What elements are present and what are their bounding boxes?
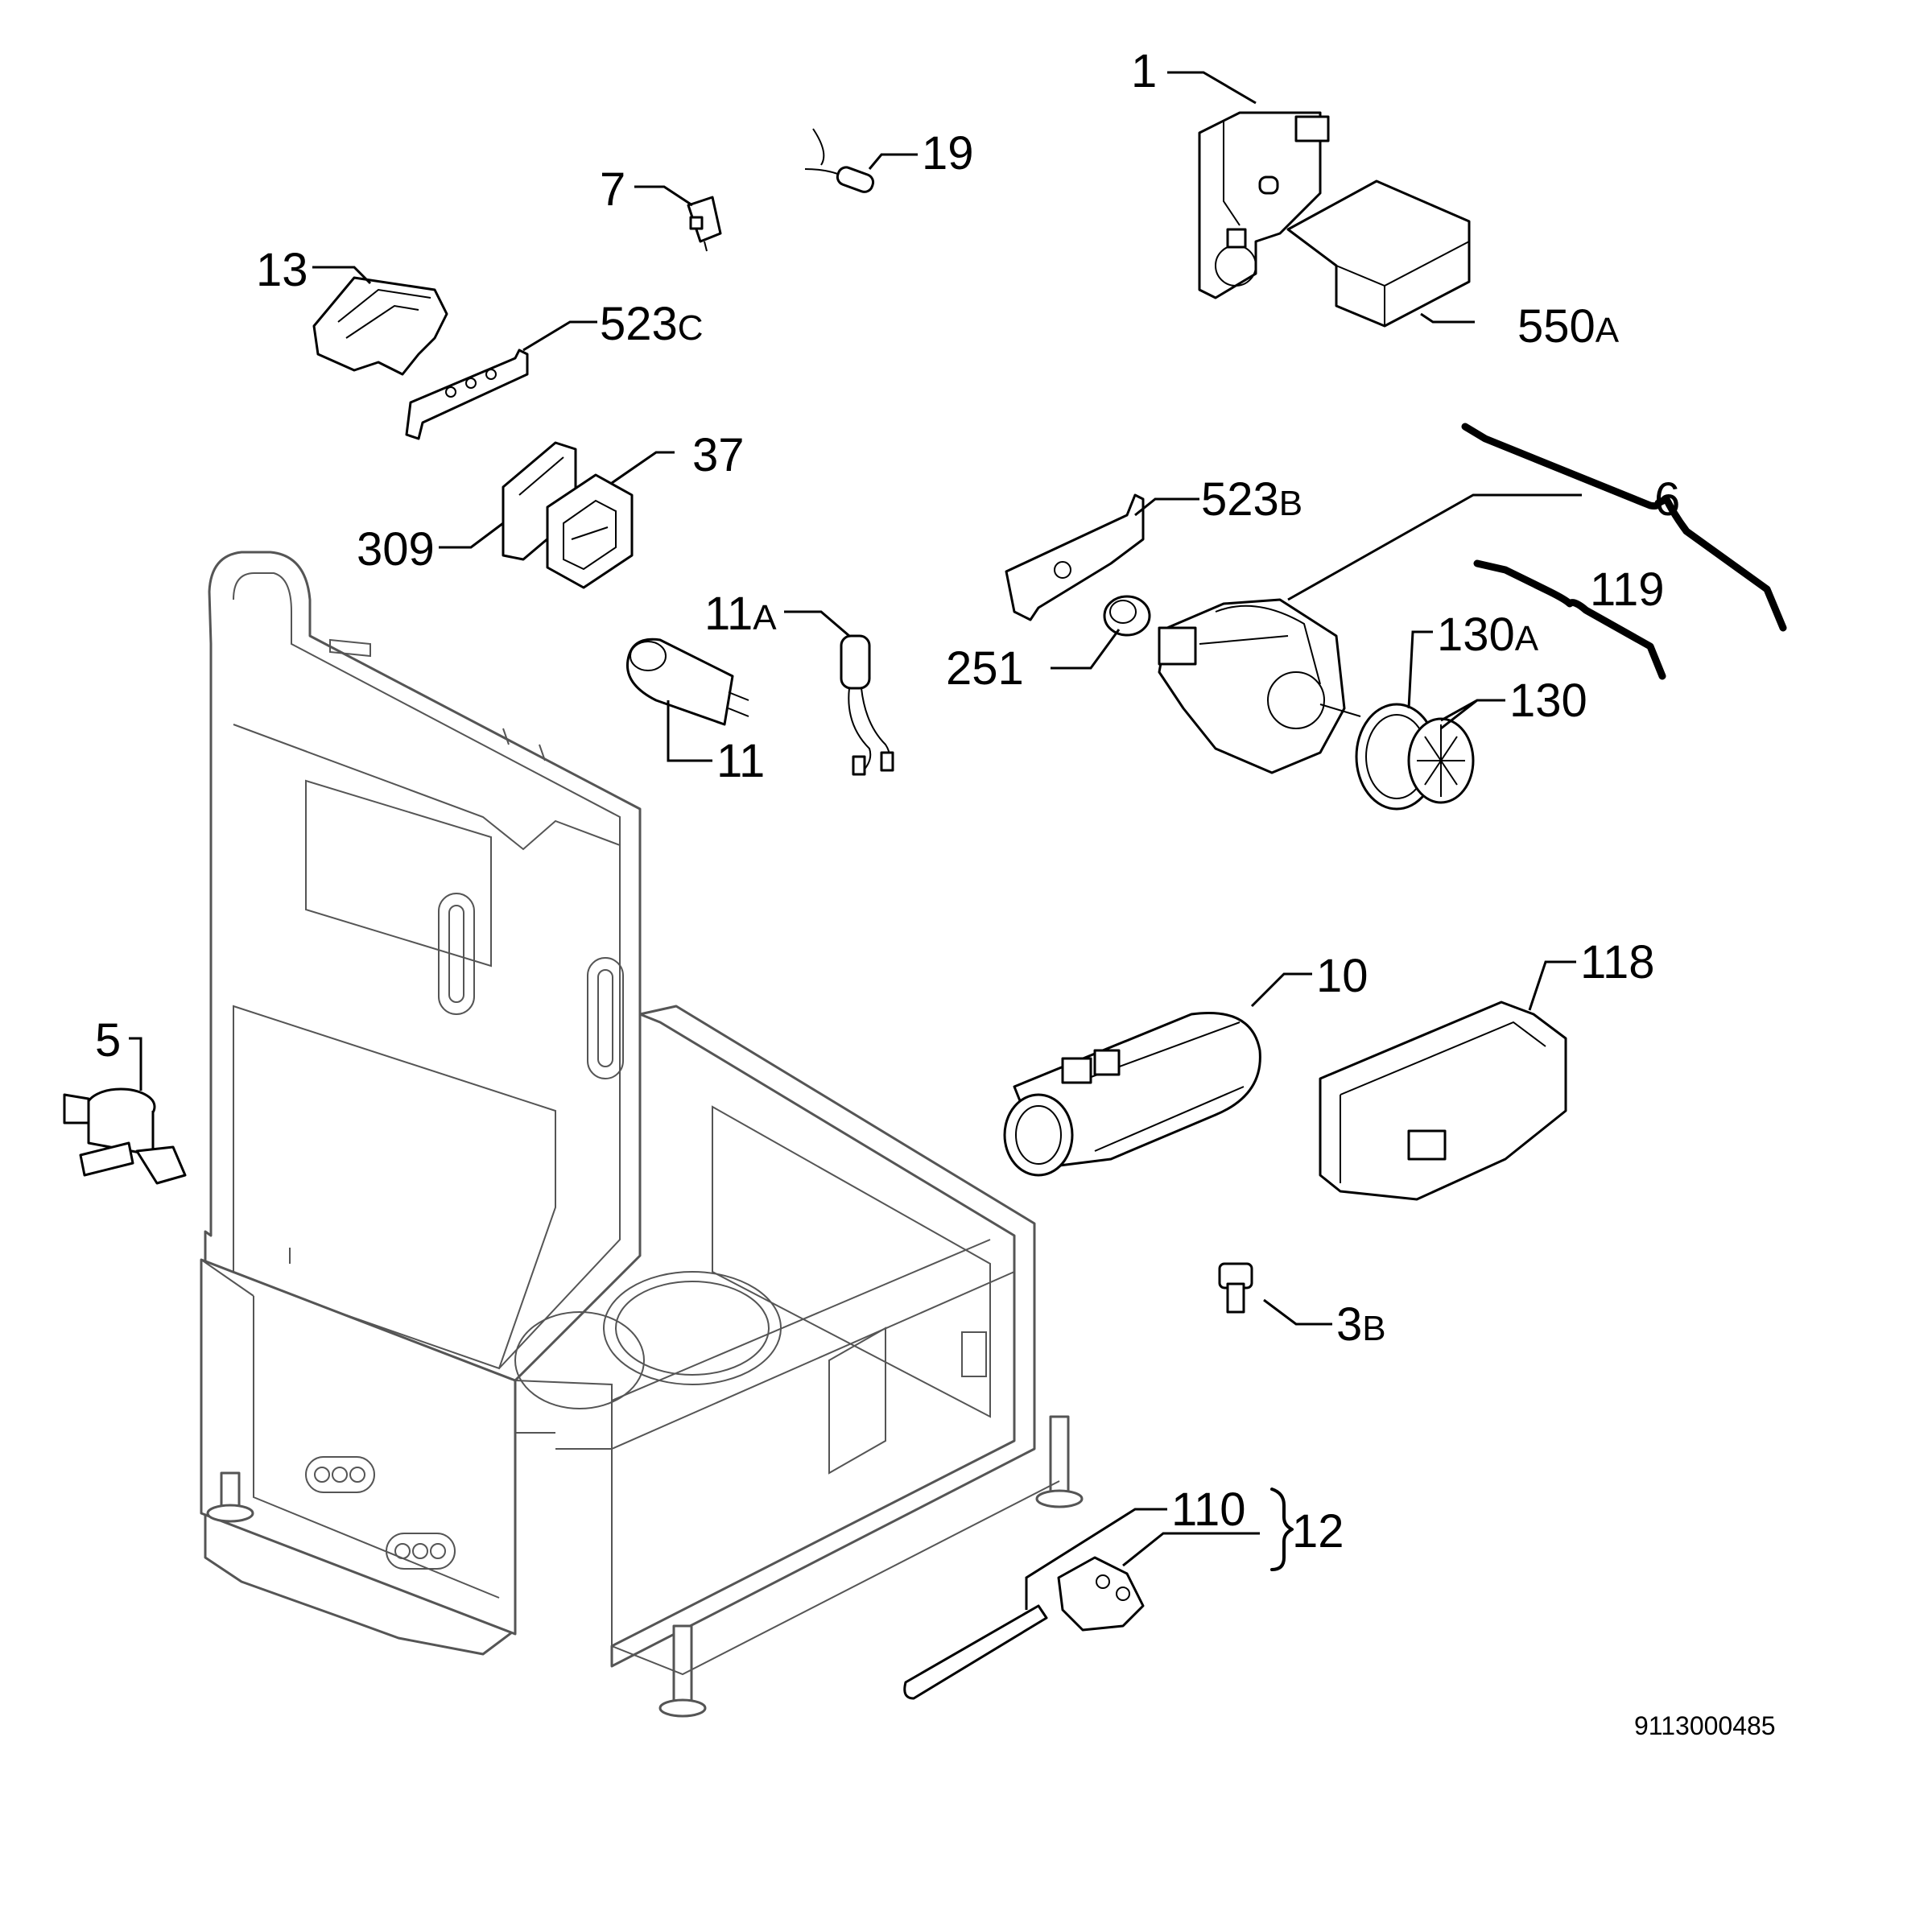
part-37-seal <box>546 473 634 589</box>
label-6: 6 <box>1654 473 1680 526</box>
label-1: 1 <box>1131 45 1157 97</box>
part-1-programmer <box>1198 111 1330 299</box>
label-119: 119 <box>1590 563 1664 616</box>
label-523b: 523B <box>1201 473 1302 526</box>
label-309: 309 <box>357 523 435 576</box>
leader-lines <box>129 71 1582 1610</box>
label-13: 13 <box>256 244 308 296</box>
label-110: 110 <box>1171 1483 1245 1536</box>
label-37: 37 <box>692 429 745 481</box>
part-11-capacitor <box>625 638 749 726</box>
label-7: 7 <box>600 163 625 216</box>
label-550a: 550A <box>1517 300 1620 353</box>
part-10-heater <box>1003 1012 1261 1177</box>
brace-6 <box>1461 423 1787 632</box>
part-130-impeller <box>1355 703 1475 811</box>
label-523c: 523C <box>600 298 704 350</box>
part-550a-box <box>1286 179 1471 328</box>
part-3b-sensor <box>1218 1262 1253 1314</box>
label-12: 12 <box>1292 1505 1344 1558</box>
label-3b: 3B <box>1336 1298 1386 1351</box>
label-130a: 130A <box>1437 609 1539 661</box>
part-19-component <box>804 128 875 193</box>
drawing-number: 9113000485 <box>1634 1711 1776 1740</box>
label-130: 130 <box>1509 675 1587 727</box>
label-5: 5 <box>95 1014 121 1067</box>
part-6-motor <box>1158 598 1361 774</box>
label-251: 251 <box>946 642 1024 695</box>
label-11a: 11A <box>704 588 777 640</box>
part-11a-suppressor <box>840 634 894 776</box>
part-5-inlet-valve <box>63 1087 187 1185</box>
part-12-pressure-switch <box>903 1556 1145 1700</box>
part-523b-bracket <box>1005 493 1145 621</box>
label-19: 19 <box>922 127 974 179</box>
part-118-dispenser <box>1319 1001 1567 1201</box>
part-labels: 1 19 7 13 523C 550A 37 309 523B 6 119 11… <box>95 45 1776 1740</box>
label-11: 11 <box>716 735 765 787</box>
brace-119 <box>1473 559 1666 680</box>
label-118: 118 <box>1580 936 1654 988</box>
label-10: 10 <box>1316 950 1368 1002</box>
part-7-switch <box>687 196 722 252</box>
part-13-switch-block <box>312 276 448 376</box>
part-523c-bracket <box>405 349 529 440</box>
dishwasher-frame <box>200 551 1084 1718</box>
part-251-plug <box>1103 595 1151 637</box>
